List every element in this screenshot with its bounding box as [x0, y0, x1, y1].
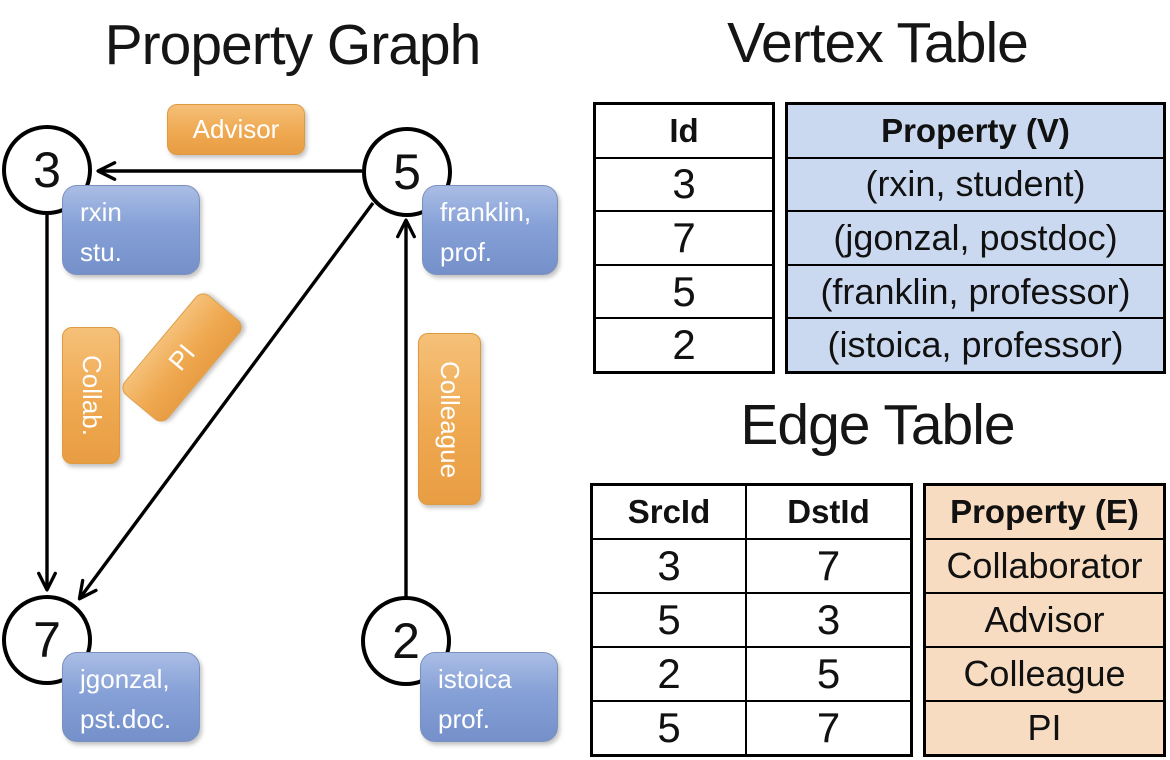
vertex-table-property-cell: (rxin, student) — [788, 159, 1163, 213]
vertex-table-property-column: Property (V) (rxin, student) (jgonzal, p… — [785, 102, 1166, 374]
vertex-label-jgonzal-line2: pst.doc. — [80, 704, 172, 734]
vertex-label-jgonzal-line1: jgonzal, — [80, 664, 170, 694]
node-7-id: 7 — [33, 612, 61, 668]
edge-table-property-cell: Collaborator — [926, 540, 1163, 594]
edge-label-collab: Collab. — [62, 327, 120, 464]
node-5-id: 5 — [393, 144, 421, 200]
property-graph-title: Property Graph — [104, 13, 482, 77]
edge-table-property-cell: PI — [1027, 707, 1062, 748]
vertex-label-istoica-line2: prof. — [438, 704, 491, 734]
edge-label-collab-text: Collab. — [76, 355, 107, 436]
edge-table-ids-row: 5 7 — [593, 702, 910, 754]
edge-table-dstid-cell: 7 — [745, 540, 910, 592]
edge-table-srcid-header: SrcId — [627, 493, 711, 530]
edge-table-dstid-cell: 5 — [745, 648, 910, 700]
graph-edge-arrows — [37, 161, 416, 601]
vertex-table-property-cell: (jgonzal, postdoc) — [788, 212, 1163, 266]
node-2-id: 2 — [392, 613, 420, 669]
edge-table-property-column: Property (E) Collaborator Advisor Collea… — [923, 483, 1166, 757]
edge-table-ids-row: 5 3 — [593, 594, 910, 648]
vertex-label-rxin-line1: rxin — [80, 197, 122, 227]
edge-arrow-5-to-7 — [77, 201, 375, 601]
vertex-label-istoica-line1: istoica — [438, 664, 512, 694]
vertex-table-property-cell: (istoica, professor) — [827, 324, 1124, 366]
vertex-label-rxin: rxin stu. — [62, 185, 200, 275]
graph-node-2: 2 — [361, 596, 451, 686]
edge-table-ids-columns: SrcId DstId 3 7 5 3 2 5 5 7 — [590, 483, 913, 757]
graph-node-5: 5 — [362, 127, 452, 217]
edge-table-srcid-cell: 5 — [657, 596, 681, 643]
edge-label-advisor-text: Advisor — [192, 114, 280, 144]
vertex-table-id-cell: 5 — [596, 266, 772, 320]
edge-table-property-cell: Advisor — [926, 594, 1163, 648]
vertex-table-id-header: Id — [596, 105, 772, 159]
edge-label-advisor: Advisor — [167, 104, 305, 155]
edge-label-colleague-text: Colleague — [435, 360, 465, 478]
edge-table-dstid-header: DstId — [745, 486, 910, 538]
vertex-label-franklin: franklin, prof. — [422, 185, 558, 275]
edge-table-srcid-cell: 5 — [657, 704, 681, 751]
vertex-table-id-cell: 2 — [672, 321, 696, 369]
edge-table-dstid-cell: 3 — [745, 594, 910, 646]
vertex-label-jgonzal: jgonzal, pst.doc. — [62, 652, 200, 742]
edge-table-title: Edge Table — [740, 393, 1015, 457]
vertex-table-property-cell: (franklin, professor) — [788, 266, 1163, 320]
vertex-label-franklin-line2: prof. — [440, 237, 493, 267]
vertex-label-istoica: istoica prof. — [420, 652, 558, 742]
vertex-table-property-header: Property (V) — [788, 105, 1163, 159]
edge-label-colleague: Colleague — [418, 333, 481, 505]
vertex-label-rxin-line2: stu. — [80, 237, 122, 267]
edge-table-ids-row: 2 5 — [593, 648, 910, 702]
edge-table-srcid-cell: 3 — [657, 542, 681, 589]
edge-table-srcid-cell: 2 — [657, 650, 681, 697]
vertex-table-id-cell: 7 — [596, 212, 772, 266]
node-3-id: 3 — [33, 142, 61, 198]
edge-table-property-cell: Colleague — [926, 648, 1163, 702]
edge-table-dstid-cell: 7 — [745, 702, 910, 754]
edge-table-ids-header-row: SrcId DstId — [593, 486, 910, 540]
edge-table-ids-row: 3 7 — [593, 540, 910, 594]
vertex-table-id-cell: 3 — [596, 159, 772, 213]
edge-table-property-header: Property (E) — [926, 486, 1163, 540]
vertex-table-id-column: Id 3 7 5 2 — [593, 102, 775, 374]
edge-label-pi-text: PI — [162, 338, 202, 377]
vertex-label-franklin-line1: franklin, — [440, 197, 532, 227]
vertex-table-title: Vertex Table — [727, 11, 1029, 75]
